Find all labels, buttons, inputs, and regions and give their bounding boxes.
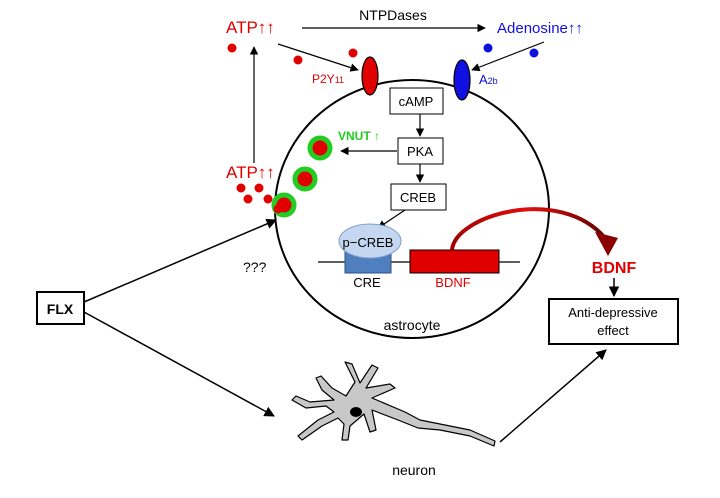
atp-dot (263, 194, 273, 204)
flx-to-neuron-arrow (83, 311, 275, 417)
pcreb-label: p−CREB (343, 235, 394, 250)
flx-label: FLX (47, 301, 74, 317)
atp-top-label: ATP↑↑ (226, 18, 275, 37)
pcreb-protein (338, 223, 402, 259)
pka-label: PKA (407, 144, 433, 159)
adenosine-dot (529, 48, 539, 58)
vnut-label: VNUT ↑ (338, 129, 380, 143)
atp-dot (293, 55, 303, 65)
effect-line2: effect (597, 323, 629, 338)
neuron-label: neuron (392, 462, 436, 478)
bdnf-gene (409, 249, 500, 274)
atp-dot (227, 43, 237, 53)
atp-dot (273, 204, 283, 214)
bdnf-gene-label: BDNF (435, 275, 470, 290)
bdnf-expression-arrowhead (595, 232, 618, 256)
neuron-cell (291, 361, 496, 447)
unknown-mechanism-label: ??? (243, 259, 267, 275)
a2b-label: A2b (479, 72, 498, 87)
flx-to-astrocyte-arrow (83, 218, 277, 303)
atp-dot (254, 183, 264, 193)
bdnf-expression-arrow (450, 207, 607, 251)
camp-box (389, 87, 444, 115)
creb-label: CREB (400, 190, 436, 205)
p2y11-label: P2Y11 (312, 72, 344, 86)
effect-line1: Anti-depressive (568, 305, 658, 320)
a2b-receptor (453, 59, 471, 101)
astrocyte-label: astrocyte (384, 317, 441, 333)
atp-mid-label: ATP↑↑ (226, 163, 275, 182)
atp-dot (236, 183, 246, 193)
bdnf-out-label: BDNF (592, 260, 637, 277)
atp-dot (243, 194, 253, 204)
adenosine-to-a2b-arrow (471, 41, 545, 72)
neuron-to-effect-arrow (499, 349, 607, 443)
neuron-shape (291, 361, 496, 447)
atp-to-p2y11-arrow (277, 43, 359, 72)
atp-dot (348, 48, 358, 58)
adenosine-dot (483, 43, 493, 53)
p2y11-receptor (361, 56, 379, 96)
vnut-vesicle (307, 135, 333, 161)
camp-label: cAMP (399, 94, 434, 109)
vnut-vesicle (292, 166, 318, 192)
cre-label: CRE (353, 275, 381, 290)
creb-box (390, 183, 447, 211)
effect-box (548, 298, 679, 345)
ntpdases-label: NTPDases (359, 7, 427, 23)
adenosine-label: Adenosine↑↑ (497, 20, 583, 37)
flx-box (36, 291, 85, 325)
neuron-nucleus (350, 407, 362, 417)
